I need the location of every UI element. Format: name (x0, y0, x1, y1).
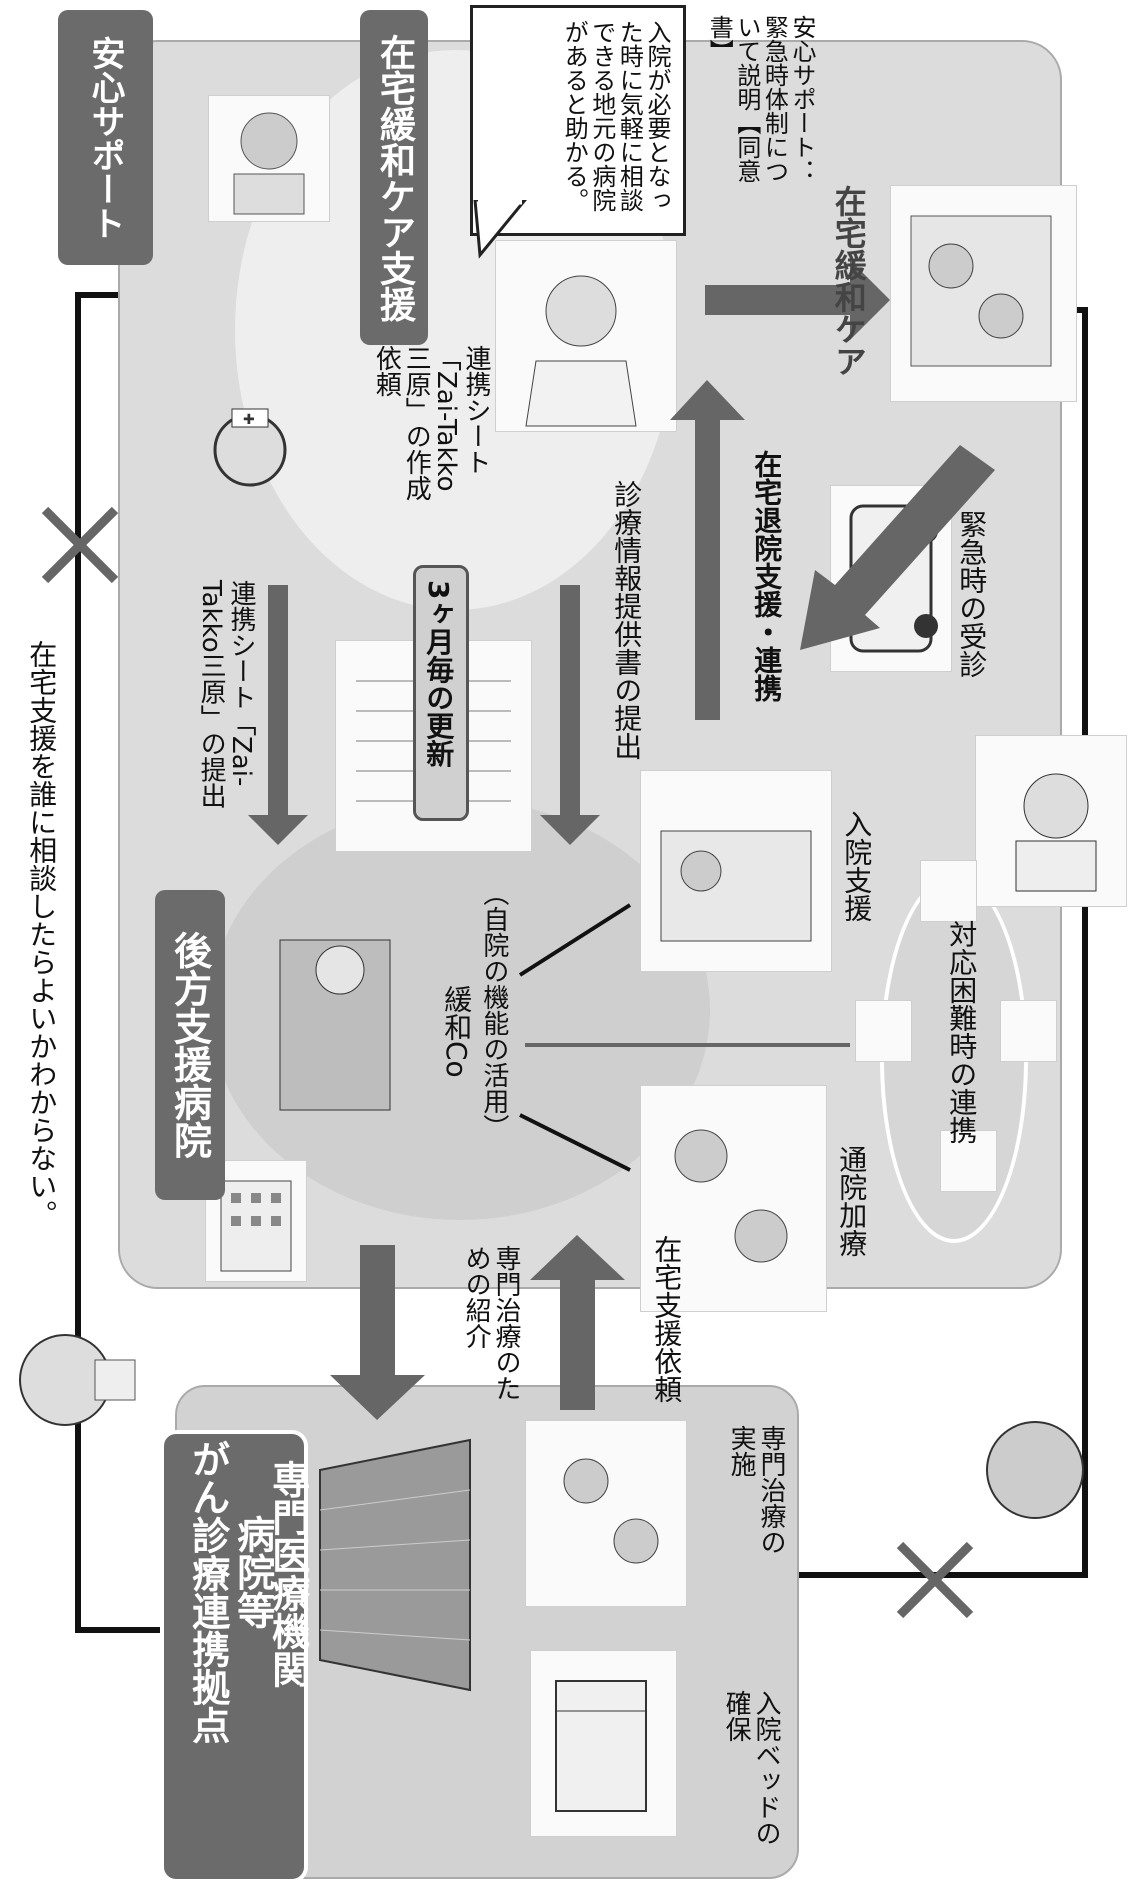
nurse-icon: ✚ (170, 395, 320, 525)
taio-konnan-text: 対応困難時の連携 (945, 920, 979, 1144)
gan-label-box (160, 1430, 308, 1883)
speech-bubble (470, 5, 686, 236)
taiin-text: 在宅退院支援・連携 (750, 450, 784, 702)
zaitaku-irai-text: 在宅支援依頼 (650, 1235, 684, 1403)
speech-text: 入院が必要となった時に気軽に相談できる地元の病院があると助かる。 (560, 20, 671, 212)
gan-label-3: 専門医療機関 (265, 1460, 310, 1688)
speech-tail (473, 200, 527, 259)
hospital-icon (205, 1160, 307, 1282)
teishutsu-text: 連携シート「Zai-Takko三原」の提出 (196, 580, 256, 809)
hospital-icon-small-4 (1000, 1000, 1057, 1062)
zaitaku-label: 在宅緩和ケア支援 (360, 10, 428, 345)
doctor-icon (495, 240, 677, 432)
patient-face-left (5, 1325, 145, 1435)
gan-label-1: がん診療連携拠点 (185, 1440, 230, 1744)
gan-label-2: 病院等 (230, 1515, 275, 1629)
nyuin-bed-text: 入院ベッドの確保 (721, 1690, 781, 1846)
nurse-carer-image (208, 95, 330, 222)
hospital-icon-small-3 (940, 1130, 997, 1192)
anshin-support-label: 安心サポート (58, 10, 153, 265)
patient-bed-image (640, 770, 832, 972)
senmon-jisshi-text: 専門治療の実施 (726, 1425, 786, 1555)
treatment-image (525, 1420, 687, 1607)
svg-text:✚: ✚ (243, 412, 255, 428)
patient-face-right (970, 1390, 1110, 1540)
bed-icon (530, 1650, 677, 1837)
outpatient-image (640, 1085, 827, 1312)
tsuin-text: 通院加療 (835, 1145, 869, 1257)
doctor-consult-image (250, 900, 420, 1140)
hospital-icon-small-1 (920, 860, 977, 922)
koho-label: 後方支援病院 (155, 890, 225, 1200)
nyuin-shien-text: 入院支援 (840, 810, 874, 922)
building-icon (300, 1410, 490, 1710)
shinryo-text: 診療情報提供書の提出 (610, 480, 644, 760)
senmon-shokai-text: 専門治療のための紹介 (461, 1245, 521, 1401)
home-care-image (890, 185, 1077, 402)
koushin-text: 3ヶ月毎の更新 (422, 580, 456, 768)
zaitaku-care-text: 在宅緩和ケア (829, 185, 868, 377)
koushin-box (413, 565, 469, 821)
anshin-support-note: 安心サポート：緊急時体制について説明【同意書】 (705, 15, 816, 183)
kanwa-co-text: 緩和Co (440, 985, 474, 1078)
kinkyu-text: 緊急時の受診 (955, 510, 989, 678)
hospital-icon-small-2 (855, 1000, 912, 1062)
paramedic-image (975, 735, 1127, 907)
renkei-request: 連携シート「Zai-Takko三原」の作成依頼 (371, 345, 491, 501)
top-note: 在宅支援を誰に相談したらよいかわからない。 (25, 640, 59, 1228)
jiin-text: （自院の機能の活用） (478, 880, 509, 1140)
